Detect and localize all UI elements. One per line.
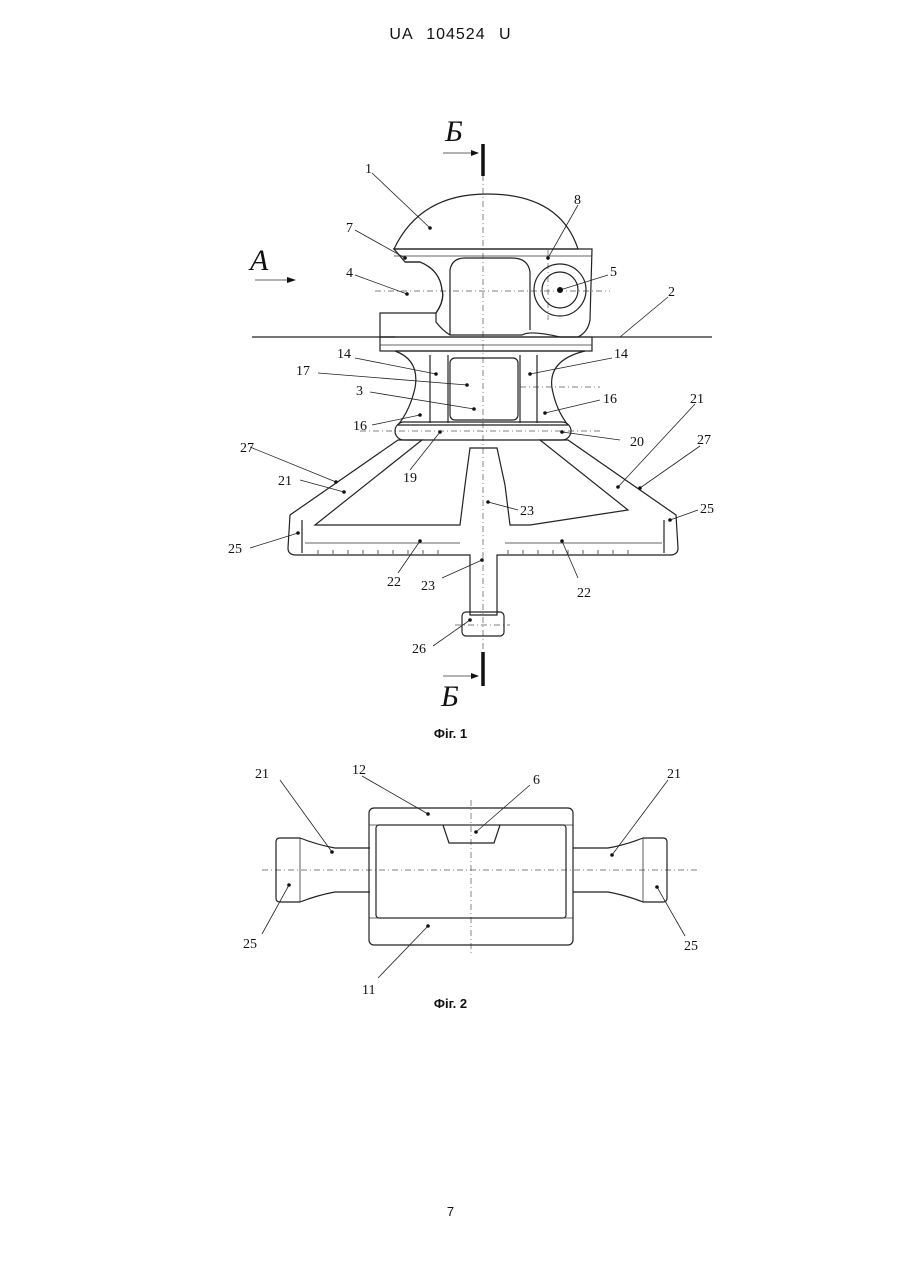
leader-22b xyxy=(562,541,578,578)
leader-19 xyxy=(410,432,440,470)
leader-27b xyxy=(640,446,700,488)
figure-2-caption: Фіг. 2 xyxy=(0,996,901,1011)
bottom-beam-teeth xyxy=(318,550,628,554)
ref-3: 3 xyxy=(356,384,363,399)
leader-25a xyxy=(250,533,298,548)
leader-2 xyxy=(620,297,668,337)
view-label: А xyxy=(248,244,269,277)
figure-1-caption: Фіг. 1 xyxy=(0,726,901,741)
view-arrowhead xyxy=(287,277,296,283)
ref-23-lower: 23 xyxy=(421,579,435,594)
leader-f2-21a xyxy=(280,780,332,852)
ref-27-right: 27 xyxy=(697,433,711,448)
leader-3 xyxy=(370,392,474,409)
leader-8 xyxy=(548,205,578,258)
ref-14-right: 14 xyxy=(614,347,628,362)
neck-body xyxy=(395,351,585,425)
leader-16a xyxy=(372,415,420,425)
ref-21-left: 21 xyxy=(278,474,292,489)
ref-25-left: 25 xyxy=(228,542,242,557)
ref-16-right: 16 xyxy=(603,392,617,407)
leader-27a xyxy=(250,447,336,482)
ref-17: 17 xyxy=(296,364,310,379)
ref-4: 4 xyxy=(346,266,353,281)
fig2-ref-25-left: 25 xyxy=(243,937,257,952)
ref-26: 26 xyxy=(412,642,426,657)
section-label-bottom: Б xyxy=(440,680,459,713)
central-channel xyxy=(450,258,530,335)
fig2-ref-21-right: 21 xyxy=(667,767,681,782)
ref-7: 7 xyxy=(346,221,353,236)
ref-14-left: 14 xyxy=(337,347,351,362)
leader-14b xyxy=(530,358,612,374)
ref-16-left: 16 xyxy=(353,419,367,434)
leader-17 xyxy=(318,373,467,385)
base-plate xyxy=(380,337,592,351)
dome-cap xyxy=(394,194,578,249)
leader-f2-21b xyxy=(612,780,668,855)
neck-insert xyxy=(450,358,518,420)
leader-7 xyxy=(355,230,405,258)
ref-22-left: 22 xyxy=(387,575,401,590)
ref-20: 20 xyxy=(630,435,644,450)
leader-5 xyxy=(560,275,608,290)
ref-25-right: 25 xyxy=(700,502,714,517)
leader-22a xyxy=(398,541,420,573)
leader-26 xyxy=(433,620,470,646)
ref-22-right: 22 xyxy=(577,586,591,601)
fig2-ref-6: 6 xyxy=(533,773,540,788)
ref-5: 5 xyxy=(610,265,617,280)
hook-left xyxy=(380,262,443,337)
page-number: 7 xyxy=(0,1204,901,1219)
figure-1: Б Б А xyxy=(228,115,714,713)
fig2-ref-12: 12 xyxy=(352,763,366,778)
section-arrowhead-top xyxy=(471,150,479,156)
leader-14a xyxy=(355,358,436,374)
ref-23-upper: 23 xyxy=(520,504,534,519)
leader-23a xyxy=(488,502,518,510)
fig2-ref-25-right: 25 xyxy=(684,939,698,954)
ref-19: 19 xyxy=(403,471,417,486)
ref-1: 1 xyxy=(365,162,372,177)
ref-2: 2 xyxy=(668,285,675,300)
ref-8: 8 xyxy=(574,193,581,208)
leader-1 xyxy=(372,173,430,228)
leader-20 xyxy=(562,432,620,440)
ref-21-right: 21 xyxy=(690,392,704,407)
leader-f2-25b xyxy=(657,887,685,936)
leader-25b xyxy=(670,510,698,520)
figure-2: 21 21 12 6 25 25 11 xyxy=(243,763,700,998)
ref-27-left: 27 xyxy=(240,441,254,456)
leader-16b xyxy=(545,400,600,413)
upper-body xyxy=(394,249,592,337)
section-label-top: Б xyxy=(444,115,463,148)
leader-23b xyxy=(442,560,482,578)
section-arrowhead-bottom xyxy=(471,673,479,679)
fig2-ref-21-left: 21 xyxy=(255,767,269,782)
notch-6 xyxy=(443,825,500,843)
leader-f2-11 xyxy=(378,926,428,978)
